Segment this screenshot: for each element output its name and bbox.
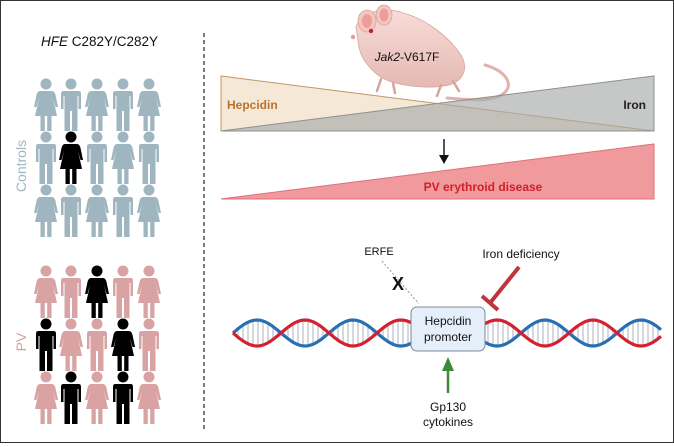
iron-label: Iron (623, 98, 646, 112)
pv-people-grid (34, 265, 161, 424)
person-icon (34, 78, 58, 131)
person-icon (113, 78, 133, 131)
person-icon (34, 184, 58, 237)
person-icon (59, 318, 83, 371)
gp130-pathway: Gp130 cytokines (423, 357, 473, 429)
person-icon-highlighted (111, 318, 135, 371)
hepcidin-iron-gradient: Hepcidin Iron (220, 75, 655, 132)
person-icon (139, 318, 159, 371)
erfe-pathway: ERFE X (364, 246, 420, 305)
hepcidin-label: Hepcidin (227, 98, 278, 112)
hepcidin-promoter: Hepcidin promoter (410, 306, 486, 352)
person-icon (137, 265, 161, 318)
cytokines-line1: Gp130 (430, 400, 466, 414)
iron-deficiency-label: Iron deficiency (482, 247, 559, 261)
down-arrow (439, 139, 449, 164)
controls-people-grid (34, 78, 161, 237)
person-icon (111, 131, 135, 184)
person-icon (85, 371, 109, 424)
mouse-gene: Jak2 (374, 50, 401, 64)
person-icon-highlighted (61, 371, 81, 424)
hfe-gene: HFE (41, 34, 69, 49)
person-icon (61, 78, 81, 131)
left-title: HFE C282Y/C282Y (41, 34, 158, 49)
person-icon (137, 371, 161, 424)
promoter-line2: promoter (424, 330, 472, 344)
person-icon (87, 131, 107, 184)
promoter-line1: Hepcidin (425, 314, 472, 328)
person-icon (113, 265, 133, 318)
person-icon-highlighted (113, 371, 133, 424)
cytokines-line2: cytokines (423, 415, 473, 429)
erfe-block-mark: X (392, 274, 404, 294)
person-icon-highlighted (36, 318, 56, 371)
iron-triangle (220, 75, 655, 132)
pv-disease-gradient: PV erythroid disease (220, 143, 655, 200)
hfe-genotype: C282Y/C282Y (68, 34, 158, 49)
pv-label: PV (13, 332, 29, 351)
person-icon-highlighted (59, 131, 83, 184)
person-icon-highlighted (85, 265, 109, 318)
person-icon (61, 265, 81, 318)
mouse-mutation: -V617F (400, 50, 439, 64)
person-icon (137, 78, 161, 131)
person-icon (34, 265, 58, 318)
person-icon (139, 131, 159, 184)
iron-deficiency-pathway: Iron deficiency (480, 247, 560, 312)
disease-triangle (220, 143, 655, 200)
person-icon (85, 184, 109, 237)
person-icon (34, 371, 58, 424)
person-icon (137, 184, 161, 237)
disease-label: PV erythroid disease (424, 180, 543, 194)
person-icon (36, 131, 56, 184)
person-icon (113, 184, 133, 237)
mouse-illustration: Jak2-V617F (350, 4, 510, 102)
person-icon (85, 78, 109, 131)
controls-label: Controls (13, 140, 29, 192)
erfe-label: ERFE (364, 246, 393, 258)
mouse-label: Jak2-V617F (374, 50, 440, 64)
person-icon (87, 318, 107, 371)
person-icon (61, 184, 81, 237)
